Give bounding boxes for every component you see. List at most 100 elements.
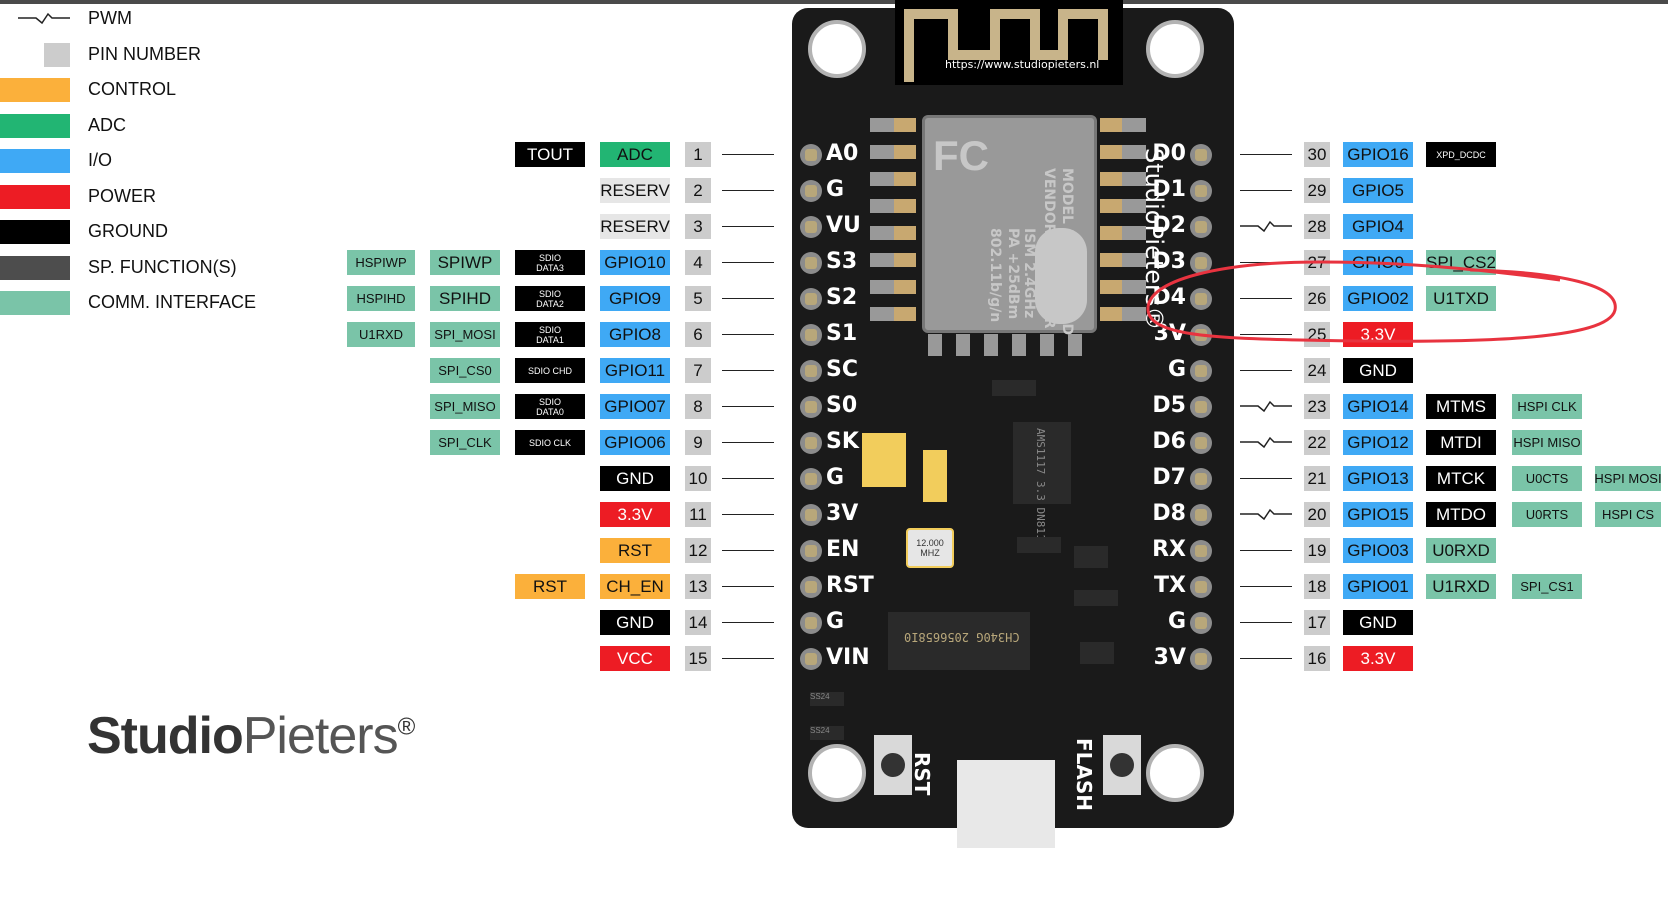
pin-comm-function: SPI_MISO [430,394,500,419]
pin-alt-function: MTCK [1426,466,1496,491]
ic-chip [1017,537,1061,553]
pin-function-io: GPIO12 [1343,430,1413,455]
flash-button-label: FLASH [1072,738,1096,812]
pin-function-res: RESERV [600,214,670,239]
pin-number: 9 [685,430,711,455]
legend-swatch-power [0,184,70,209]
header-pad [1190,180,1212,202]
pin-alt-function: MTMS [1426,394,1496,419]
header-pad [800,324,822,346]
pin-wire [1240,154,1292,155]
module-pad [870,199,916,213]
header-pad [800,144,822,166]
pin-wire [1240,262,1292,263]
pin-number: 1 [685,142,711,167]
pin-comm-function: HSPI CS [1595,502,1661,527]
pin-wire [1240,298,1292,299]
pwm-icon [1240,220,1292,233]
board-url: https://www.studiopieters.nl [945,58,1100,71]
pin-number: 2 [685,178,711,203]
pin-wire [1240,370,1292,371]
pin-wire [1240,622,1292,623]
header-pad [1190,144,1212,166]
module-pad [870,172,916,186]
pin-wire [722,586,774,587]
pin-wire [1240,334,1292,335]
board-pin-label: RST [826,573,874,598]
pin-number: 15 [685,646,711,671]
diode: SS24 [810,726,844,740]
pin-number: 20 [1304,502,1330,527]
pin-wire [722,262,774,263]
board-pin-label: 3V [1153,645,1186,670]
pin-alt-function: MTDO [1426,502,1496,527]
pin-number: 7 [685,358,711,383]
pin-wire [722,550,774,551]
transistor [1074,546,1108,568]
board-pin-label: SC [826,357,858,382]
board-pin-label: D1 [1152,177,1186,202]
legend-swatch-ground [0,220,70,244]
header-pad [1190,432,1212,454]
board-pin-label: G [826,465,845,490]
module-line: PA +25dBm [1005,228,1021,320]
header-pad [800,612,822,634]
tantalum-capacitor [923,450,947,502]
pin-function-io: GPIO15 [1343,502,1413,527]
board-pin-label: RX [1152,537,1186,562]
pin-wire [722,658,774,659]
pin-number: 22 [1304,430,1330,455]
module-pad [1068,334,1082,356]
pin-function-io: GPIO06 [600,430,670,455]
pin-number: 26 [1304,286,1330,311]
module-pad [1040,334,1054,356]
esp8266-module: MODEL ESP8266MOD VENDOR AI-THINKER ISM 2… [922,115,1097,335]
legend-label: POWER [88,185,157,206]
header-pad [800,360,822,382]
pin-function-io: GPIO01 [1343,574,1413,599]
pin-comm-function: U1RXD [347,322,415,347]
board-pin-label: D2 [1152,213,1186,238]
board-pin-label: VU [826,213,861,238]
transistor [1080,642,1114,664]
pin-function-ctl: RST [600,538,670,563]
module-pad [870,307,916,321]
pin-alt-function: MTDI [1426,430,1496,455]
board-pin-label: 3V [826,501,859,526]
pin-number: 8 [685,394,711,419]
header-pad [800,468,822,490]
flash-button[interactable] [1103,735,1141,795]
pin-wire [722,298,774,299]
pin-alt-function: SPI_CS2 [1426,250,1496,275]
pin-function-io: GPIO07 [600,394,670,419]
pwm-icon [1240,508,1292,521]
module-pad [1100,118,1146,132]
board-pin-label: S0 [826,393,858,418]
pin-function-io: GPIO5 [1343,178,1413,203]
mounting-hole [1146,20,1204,78]
module-pad [928,334,942,356]
module-pad [870,280,916,294]
pin-number: 12 [685,538,711,563]
pin-comm-function: HSPI CLK [1512,394,1582,419]
pwm-icon [1240,400,1292,413]
pin-alt-function: RST [515,574,585,599]
crystal-12mhz: 12.000 MHZ [906,528,954,568]
pin-comm-function: SPIWP [430,250,500,275]
pin-function-pwr: VCC [600,646,670,671]
pin-wire [722,226,774,227]
pin-function-io: GPIO11 [600,358,670,383]
header-pad [800,396,822,418]
board-pin-label: D0 [1152,141,1186,166]
pin-function-pwr: 3.3V [1343,322,1413,347]
pin-wire [722,334,774,335]
pin-function-io: GPIO10 [600,250,670,275]
rst-button[interactable] [874,735,912,795]
board-pin-label: D8 [1152,501,1186,526]
header-pad [1190,360,1212,382]
header-pad [800,648,822,670]
pin-function-io: GPIO9 [600,286,670,311]
tantalum-capacitor [862,433,906,487]
